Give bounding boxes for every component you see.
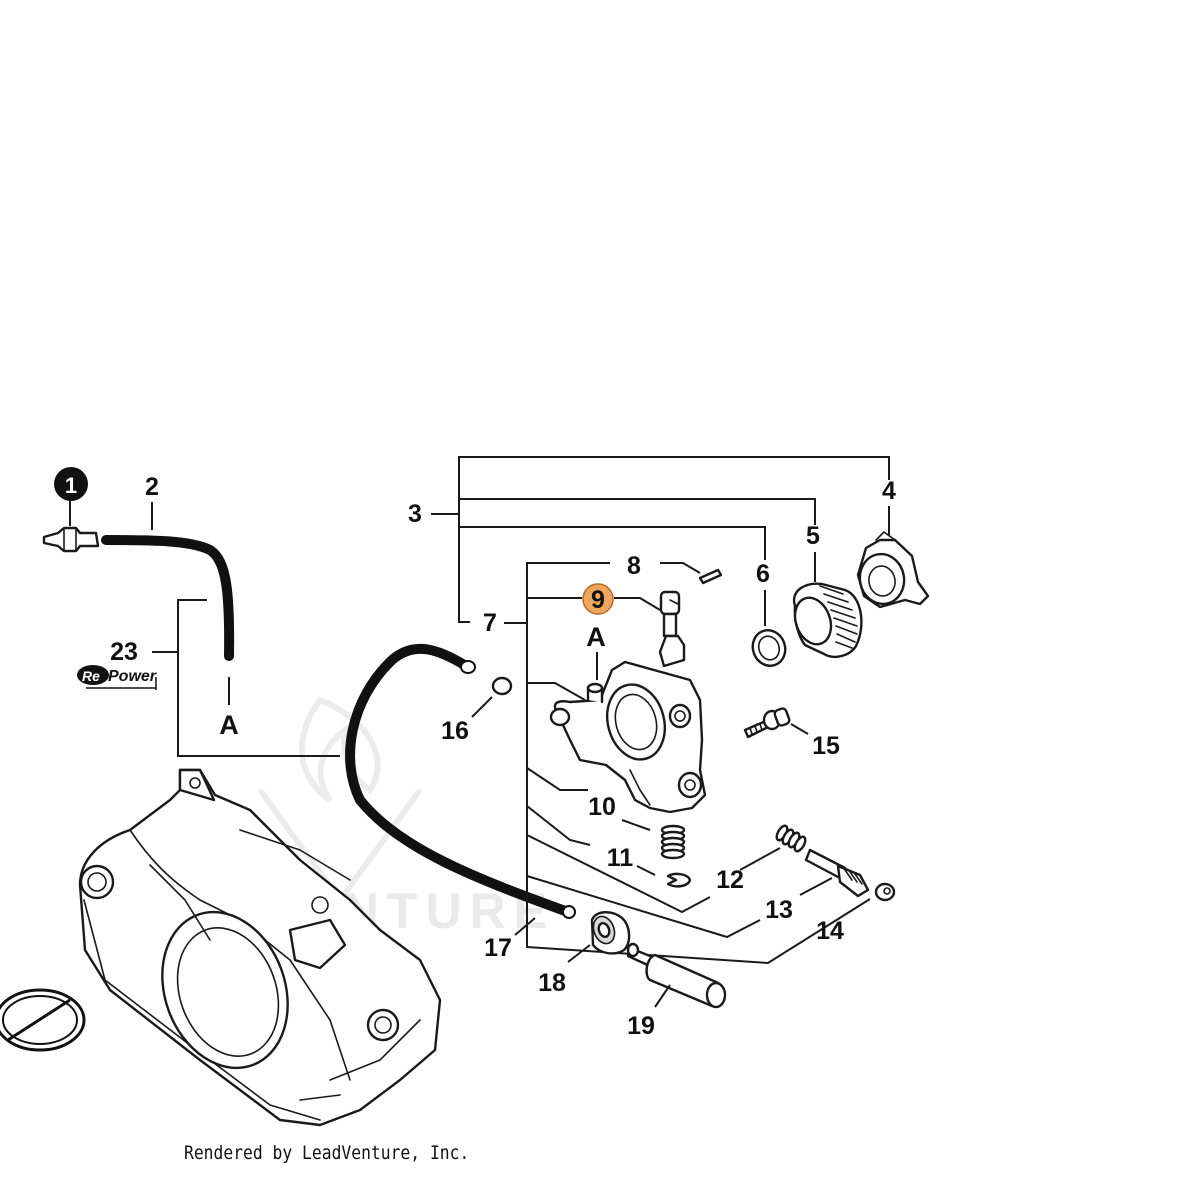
part-2-fuel-hose[interactable] xyxy=(101,535,235,661)
callout-14[interactable]: 14 xyxy=(816,917,844,945)
crankcase-housing[interactable] xyxy=(78,768,442,1127)
callout-10[interactable]: 10 xyxy=(588,793,616,821)
callout-9[interactable]: 9 xyxy=(591,586,605,614)
part-12-spring[interactable] xyxy=(775,824,808,853)
repower-badge-re: Re xyxy=(82,668,100,684)
callout-23[interactable]: 23 xyxy=(110,638,138,666)
part-19-filter[interactable] xyxy=(626,942,727,1009)
connection-label-a-left: A xyxy=(219,710,239,740)
callout-7[interactable]: 7 xyxy=(483,609,497,637)
callout-18[interactable]: 18 xyxy=(538,969,566,997)
filled-circle-number-icon xyxy=(54,467,88,501)
callout-1-label: 1 xyxy=(65,473,77,498)
part-15-screw[interactable] xyxy=(743,707,791,739)
part-17-oil-hose[interactable] xyxy=(345,643,576,919)
part-10-spring[interactable] xyxy=(660,824,686,860)
callout-5[interactable]: 5 xyxy=(806,522,820,550)
part-18-grommet[interactable] xyxy=(590,911,631,955)
part-14-cap[interactable] xyxy=(874,882,896,902)
callout-1-badge[interactable]: 1 xyxy=(54,467,88,501)
connection-label-a-right: A xyxy=(586,622,606,652)
part-5-worm-gear[interactable] xyxy=(789,582,863,658)
repower-badge-power: Power xyxy=(108,668,157,685)
footer-credit: Rendered by LeadVenture, Inc. xyxy=(184,1142,470,1164)
part-1-fitting[interactable] xyxy=(42,526,100,553)
callout-17[interactable]: 17 xyxy=(484,934,512,962)
part-13-adjuster[interactable] xyxy=(804,848,870,898)
callout-13[interactable]: 13 xyxy=(765,896,793,924)
callout-4[interactable]: 4 xyxy=(882,477,896,505)
part-4-worm-housing[interactable] xyxy=(856,531,930,609)
echo-logo-icon xyxy=(0,988,86,1052)
part-16-o-ring[interactable] xyxy=(491,676,513,696)
callout-19[interactable]: 19 xyxy=(627,1012,655,1040)
callout-15[interactable]: 15 xyxy=(812,732,840,760)
callout-11[interactable]: 11 xyxy=(607,844,634,872)
callout-2[interactable]: 2 xyxy=(145,473,159,501)
oil-pump-body[interactable] xyxy=(549,660,707,814)
part-8-pin[interactable] xyxy=(698,568,723,585)
callout-3[interactable]: 3 xyxy=(408,500,422,528)
part-11-clip[interactable] xyxy=(666,872,692,888)
repower-logo-icon: Re Power xyxy=(77,665,157,690)
callout-9-highlight xyxy=(582,583,614,615)
callout-12[interactable]: 12 xyxy=(716,866,744,894)
part-6-washer[interactable] xyxy=(748,626,790,671)
callout-16[interactable]: 16 xyxy=(441,717,469,745)
part-9-plunger[interactable] xyxy=(658,590,686,668)
callout-6[interactable]: 6 xyxy=(756,560,770,588)
callout-8[interactable]: 8 xyxy=(627,552,641,580)
